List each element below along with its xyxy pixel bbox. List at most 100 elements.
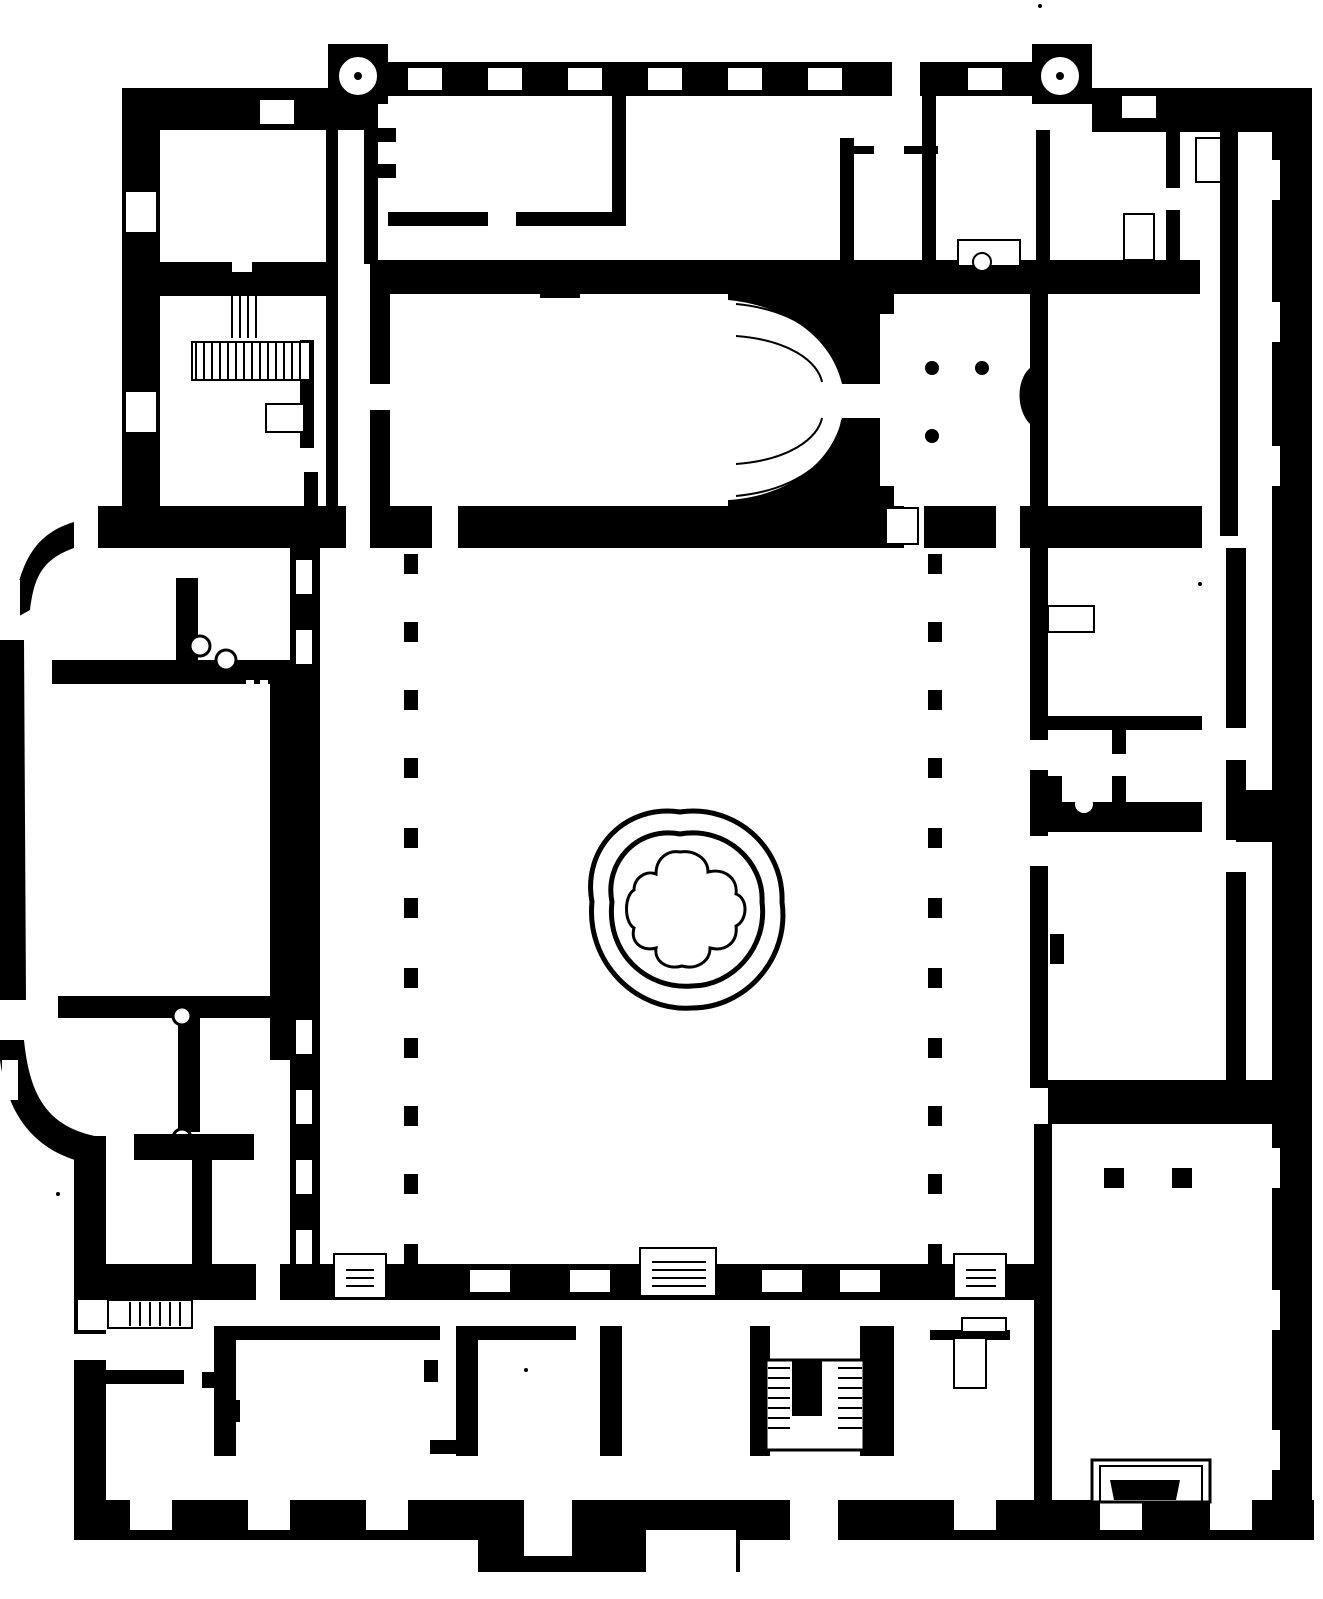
colonnade-west xyxy=(404,554,418,1264)
fountain-outer-ring xyxy=(588,808,786,1011)
apse-top xyxy=(12,522,74,620)
pier xyxy=(404,622,418,642)
window xyxy=(470,1270,510,1292)
window xyxy=(2,1060,18,1100)
window xyxy=(808,68,842,90)
pier xyxy=(404,828,418,848)
window xyxy=(728,68,762,90)
window xyxy=(648,68,682,90)
window xyxy=(296,630,312,664)
window xyxy=(1250,302,1280,342)
stair-treads xyxy=(735,303,843,497)
pier xyxy=(928,690,942,710)
window xyxy=(296,1090,312,1124)
window xyxy=(126,392,156,432)
window xyxy=(1250,1148,1280,1188)
corridor-wall-east xyxy=(364,96,378,264)
window xyxy=(840,1270,880,1292)
window xyxy=(260,100,294,124)
window xyxy=(762,1270,802,1292)
room-wall xyxy=(52,660,292,684)
window xyxy=(1250,1430,1280,1470)
column xyxy=(1104,1168,1124,1188)
column xyxy=(1172,1168,1192,1188)
chimney-niche xyxy=(1123,213,1155,261)
column xyxy=(925,361,939,375)
hall-south-wall xyxy=(1020,506,1202,548)
hall-south-wall xyxy=(370,506,432,548)
window xyxy=(296,1020,312,1054)
apse-bottom xyxy=(0,1040,106,1166)
pier xyxy=(928,898,942,918)
window xyxy=(130,1496,172,1530)
north-gap xyxy=(892,62,920,96)
stair-wedge-south xyxy=(728,418,880,506)
pier xyxy=(928,1038,942,1058)
west-wing xyxy=(52,548,330,1300)
pier xyxy=(928,828,942,848)
window xyxy=(4,580,20,620)
pier xyxy=(928,968,942,988)
hall-south-wall xyxy=(924,506,996,548)
north-range xyxy=(98,96,1238,548)
chimney-niche xyxy=(265,403,305,433)
fountain-basin xyxy=(625,850,747,969)
hall-south-wall xyxy=(458,506,904,548)
pier xyxy=(404,1174,418,1194)
window xyxy=(1122,96,1156,118)
window xyxy=(954,1496,996,1530)
window xyxy=(1250,160,1280,200)
chimney-niche xyxy=(1047,605,1095,633)
courtyard-west-wall-outer xyxy=(290,548,320,1268)
room-wall xyxy=(516,212,624,226)
window xyxy=(488,68,522,90)
pier xyxy=(928,1174,942,1194)
south-range xyxy=(104,1247,1034,1456)
stair-wedge-north xyxy=(728,294,880,384)
pier xyxy=(404,758,418,778)
window xyxy=(78,1300,106,1330)
courtyard-steps xyxy=(639,1247,717,1297)
room-wall xyxy=(1048,802,1202,832)
window xyxy=(570,1270,610,1292)
window xyxy=(248,1496,290,1530)
room-wall xyxy=(840,138,854,264)
pier xyxy=(928,1106,942,1126)
column xyxy=(975,361,989,375)
spiral-stairs xyxy=(337,55,1081,97)
window xyxy=(366,1496,408,1530)
window xyxy=(408,68,442,90)
east-wing xyxy=(1030,548,1298,1506)
courtyard-east-wall xyxy=(1030,548,1048,1088)
room-wall xyxy=(612,96,626,226)
window xyxy=(296,1230,312,1264)
pier xyxy=(928,554,942,574)
pier xyxy=(928,1244,942,1264)
entrance-steps xyxy=(646,1530,736,1572)
column xyxy=(925,429,939,443)
north-wall-west xyxy=(122,88,364,130)
fountain-middle-ring xyxy=(608,830,766,989)
pier xyxy=(404,554,418,574)
portal-window xyxy=(524,1496,572,1556)
corridor-wall-west xyxy=(326,96,338,536)
central-fountain xyxy=(588,808,786,1011)
room-wall xyxy=(1036,130,1050,264)
window xyxy=(968,68,1002,90)
pier xyxy=(404,1244,418,1264)
room-wall xyxy=(922,96,936,264)
pier xyxy=(404,968,418,988)
window xyxy=(296,1160,312,1194)
pier xyxy=(404,1038,418,1058)
apse-west-wall xyxy=(0,640,26,1000)
pier xyxy=(404,690,418,710)
window xyxy=(1210,1496,1252,1530)
window xyxy=(568,68,602,90)
window xyxy=(126,192,156,232)
window xyxy=(1250,446,1280,486)
courtyard-steps xyxy=(333,1253,387,1299)
portal-window xyxy=(790,1496,838,1556)
pier xyxy=(928,758,942,778)
